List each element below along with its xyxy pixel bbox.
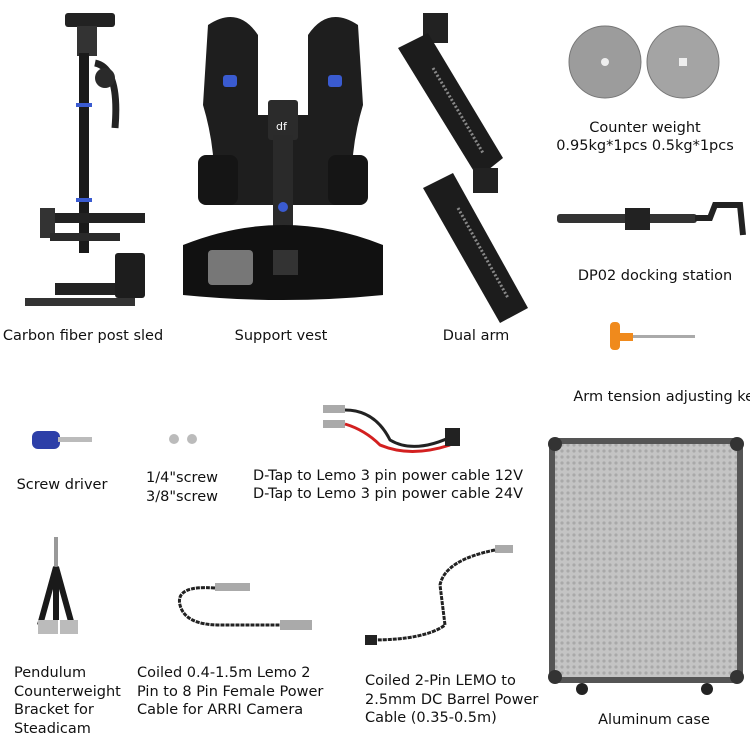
coiled-dc-label-line: 2.5mm DC Barrel Power	[365, 691, 539, 708]
screwdriver-label: Screw driver	[16, 477, 108, 493]
dtap-cables-image	[315, 400, 465, 460]
aluminum-case-image	[547, 436, 747, 696]
pendulum-label-line: Pendulum	[14, 665, 87, 681]
screws-image	[165, 432, 205, 446]
dtap-label-12v: D-Tap to Lemo 3 pin power cable 12V	[252, 468, 524, 484]
docking-station-image	[555, 200, 750, 245]
pendulum-label-line: Counterweight	[14, 683, 121, 700]
docking-station-label: DP02 docking station	[577, 268, 733, 284]
vest-label: Support vest	[234, 328, 328, 344]
vest-logo: df	[276, 120, 288, 133]
coiled-dc-label-line: Cable (0.35-0.5m)	[365, 710, 497, 726]
screw-label-2: 3/8"screw	[146, 489, 218, 505]
dtap-label-24v: D-Tap to Lemo 3 pin power cable 24V	[252, 486, 524, 502]
pendulum-bracket-image	[30, 535, 85, 645]
tension-key-label: Arm tension adjusting key	[573, 389, 750, 405]
counter-weights-image	[568, 24, 723, 104]
coiled-arri-label-line: Coiled 0.4-1.5m Lemo 2	[137, 665, 311, 681]
pendulum-label-line: Steadicam	[14, 720, 91, 737]
screwdriver-image	[30, 428, 95, 453]
aluminum-case-label: Aluminum case	[598, 712, 710, 728]
pendulum-label: Pendulum Counterweight Bracket for Stead…	[14, 664, 121, 738]
sled-label: Carbon fiber post sled	[2, 328, 164, 344]
dual-arm-image	[388, 8, 533, 328]
coiled-dc-label-line: Coiled 2-Pin LEMO to	[365, 673, 516, 689]
coiled-dc-label: Coiled 2-Pin LEMO to 2.5mm DC Barrel Pow…	[365, 672, 538, 728]
pendulum-label-line: Bracket for	[14, 702, 94, 718]
coiled-arri-label-line: Pin to 8 Pin Female Power	[137, 683, 324, 700]
screw-label-1: 1/4"screw	[146, 470, 218, 486]
coiled-dc-cable-image	[365, 540, 520, 655]
tension-key-image	[605, 316, 700, 356]
coiled-arri-label-line: Cable for ARRI Camera	[137, 702, 304, 718]
coiled-arri-cable-image	[160, 580, 315, 640]
counter-weight-label: Counter weight	[589, 120, 701, 136]
counter-weight-detail: 0.95kg*1pcs 0.5kg*1pcs	[556, 138, 734, 154]
coiled-arri-label: Coiled 0.4-1.5m Lemo 2 Pin to 8 Pin Fema…	[137, 664, 323, 720]
support-vest-image: df	[178, 5, 388, 315]
carbon-fiber-sled-image	[15, 8, 155, 313]
dual-arm-label: Dual arm	[442, 328, 510, 344]
